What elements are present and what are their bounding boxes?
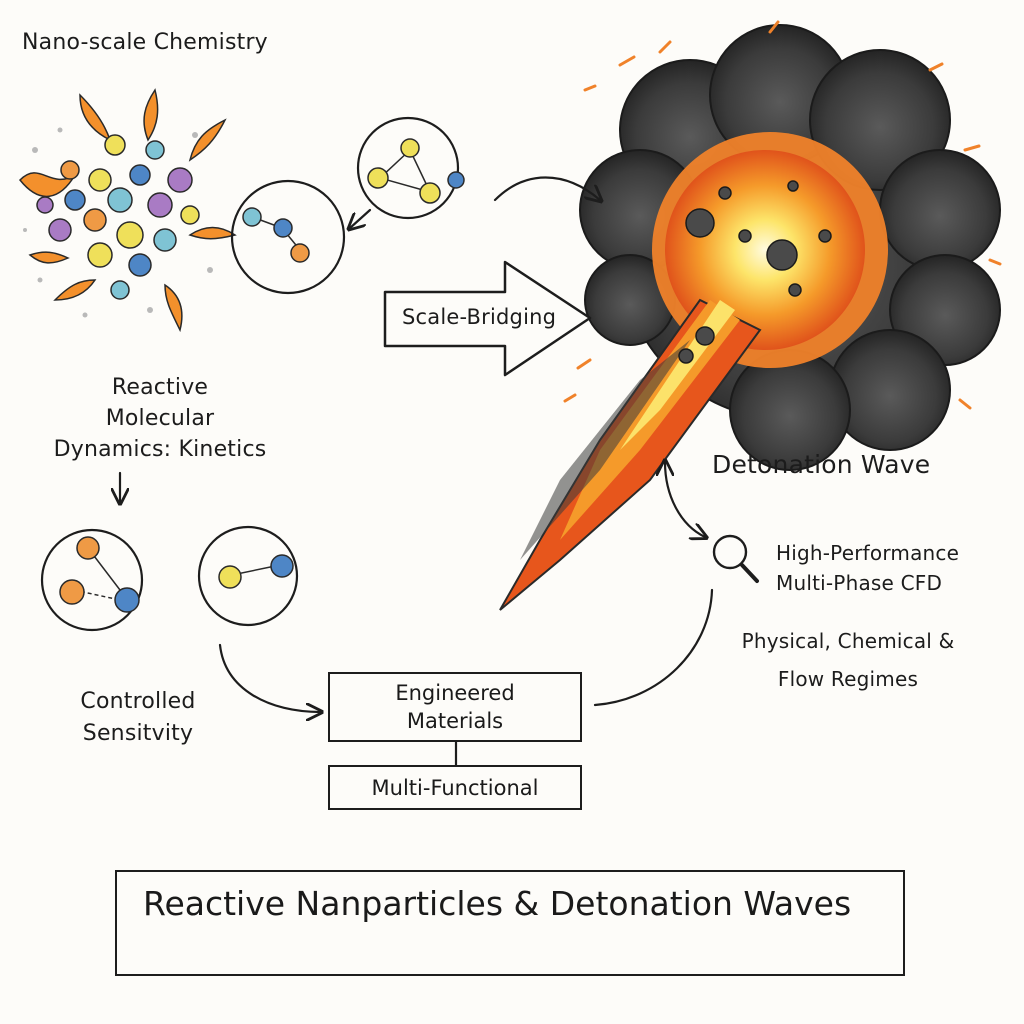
arrow-to-explosion: [493, 176, 600, 201]
rmd-line-3: Dynamics: Kinetics: [53, 437, 267, 462]
engineered-line-2: Materials: [406, 709, 504, 733]
controlled-sensitivity-label: Controlled Sensitvity: [58, 686, 218, 750]
rmd-line-1: Reactive: [111, 375, 209, 400]
fire-core: [665, 150, 865, 350]
regimes-line-1: Physical, Chemical &: [741, 629, 955, 653]
arrow-to-engineered: [218, 643, 320, 712]
rmd-line-2: Molecular: [105, 406, 215, 431]
nano-burst: [18, 88, 237, 333]
atom-cluster: [36, 134, 200, 300]
connector-arrows: [120, 176, 714, 767]
flame-icon: [18, 88, 237, 333]
rmd-label: Reactive Molecular Dynamics: Kinetics: [40, 372, 280, 465]
title-box: Reactive Nanparticles & Detonation Waves: [115, 870, 905, 976]
controlled-line-1: Controlled: [80, 689, 196, 714]
detonation-wave-label: Detonation Wave: [712, 450, 931, 479]
scatter-dots: [23, 127, 213, 318]
arrow-engineered-to-cfd: [593, 588, 714, 707]
arrow-bidirectional: [665, 462, 705, 537]
engineered-materials-box: Engineered Materials: [328, 672, 582, 742]
explosion-icon: [499, 20, 1002, 611]
hpc-label: High-Performance Multi-Phase CFD: [776, 538, 959, 598]
regimes-label: Physical, Chemical & Flow Regimes: [718, 622, 978, 698]
multi-functional-box: Multi-Functional: [328, 765, 582, 810]
debris-particles: [678, 180, 832, 364]
engineered-line-1: Engineered: [395, 681, 515, 705]
diagram-title: Reactive Nanparticles & Detonation Waves: [143, 884, 852, 923]
scale-bridging-label: Scale-Bridging: [402, 305, 557, 329]
flame-jet: [499, 298, 762, 611]
regimes-line-2: Flow Regimes: [777, 667, 919, 691]
arrow-to-molecule: [350, 208, 372, 228]
multi-functional-label: Multi-Functional: [371, 775, 539, 800]
controlled-line-2: Sensitvity: [82, 721, 194, 746]
hpc-line-1: High-Performance: [776, 541, 960, 565]
magnifier-icon: [712, 534, 759, 583]
molecule-icon: [40, 116, 465, 632]
hpc-line-2: Multi-Phase CFD: [776, 571, 943, 595]
sparks: [563, 20, 1002, 410]
nano-scale-label: Nano-scale Chemistry: [22, 30, 268, 55]
scale-bridging-arrow: [383, 260, 592, 377]
